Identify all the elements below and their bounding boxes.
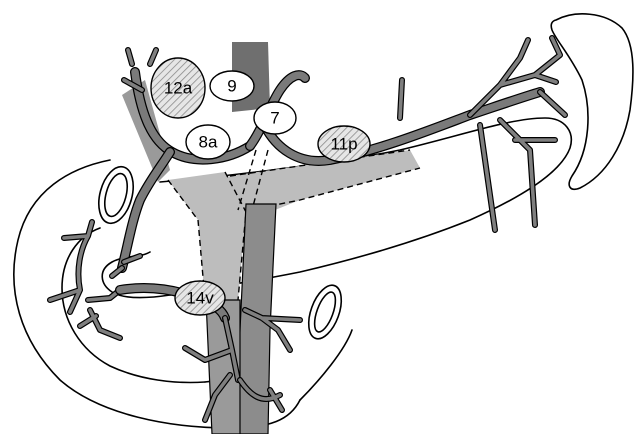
jejunum-opening xyxy=(302,281,347,343)
splenic-artery xyxy=(250,38,565,230)
jejunum-opening-inner xyxy=(310,290,339,335)
spleen-outline xyxy=(551,14,633,189)
lymph-node-9-label: 9 xyxy=(227,77,236,96)
lymph-node-9: 9 xyxy=(210,71,254,101)
lymph-node-7: 7 xyxy=(254,102,296,134)
lymph-node-12a: 12a xyxy=(151,58,205,118)
lymph-node-7-label: 7 xyxy=(270,109,279,128)
lymph-node-14v: 14v xyxy=(175,281,225,315)
lymph-node-11p: 11p xyxy=(318,126,370,162)
lymph-node-14v-label: 14v xyxy=(186,289,214,308)
lymph-node-12a-label: 12a xyxy=(164,79,193,98)
lymph-node-8a: 8a xyxy=(186,125,230,159)
lymph-node-11p-label: 11p xyxy=(330,135,357,154)
pancreaticoduodenal-arcade xyxy=(50,222,120,338)
gastroduodenal-artery xyxy=(112,152,170,276)
lymph-node-8a-label: 8a xyxy=(199,133,218,152)
